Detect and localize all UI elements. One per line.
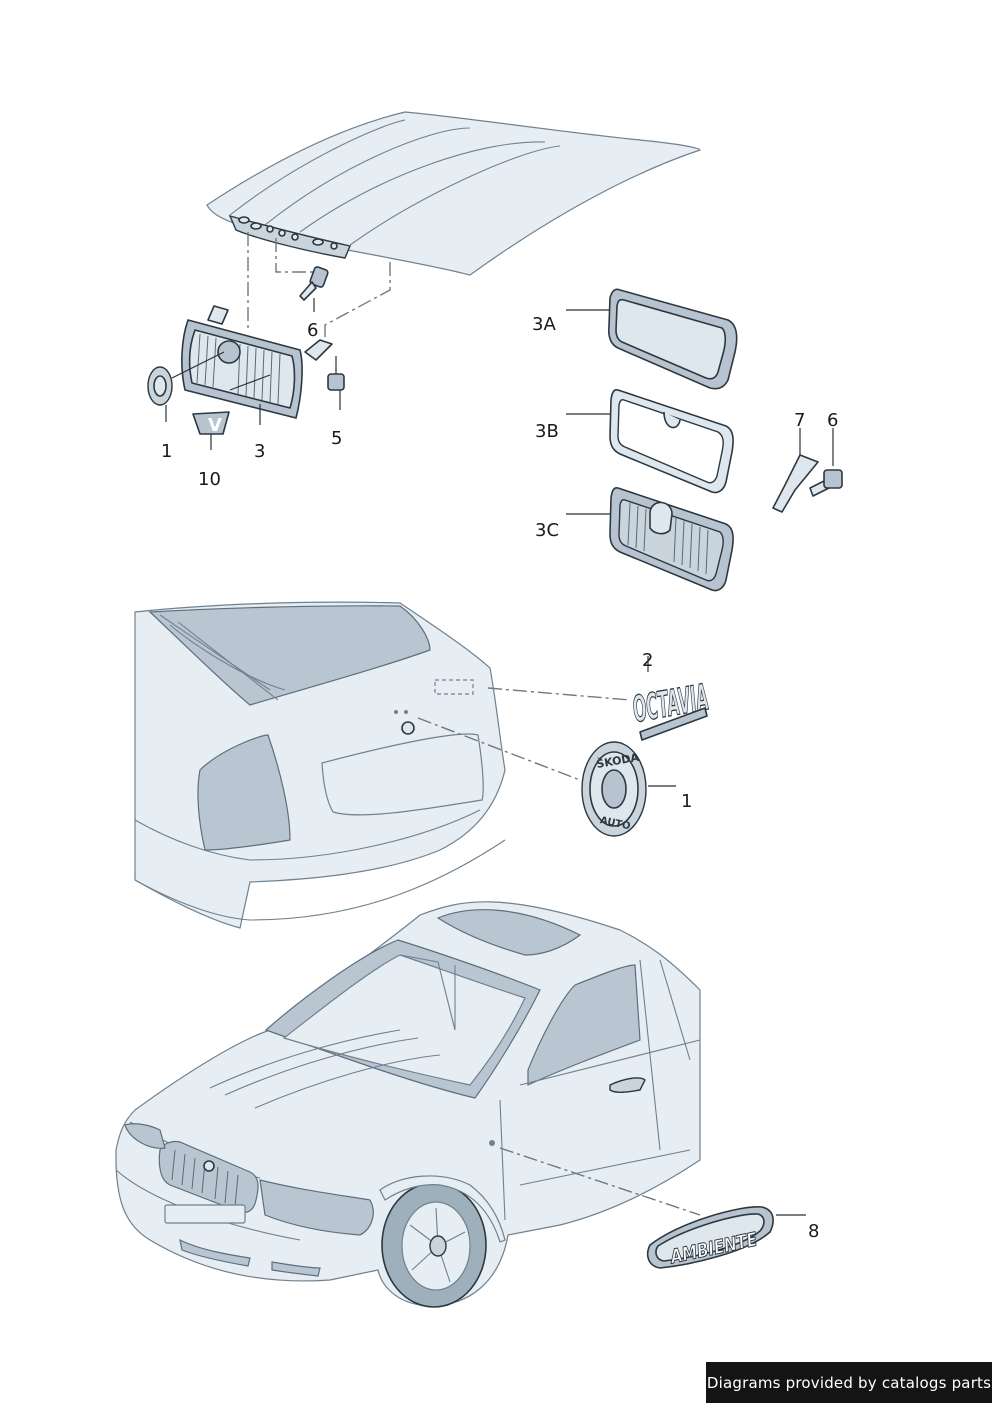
- badge-octavia: OCTAVIA: [629, 677, 712, 741]
- front-wheel: [381, 1182, 487, 1308]
- badge-10: V: [192, 411, 230, 436]
- grille-3: [181, 305, 333, 419]
- callout-3a: 3A: [532, 314, 556, 335]
- callout-2: 2: [642, 650, 653, 671]
- bolt-6-right: [809, 469, 843, 497]
- bonnet: [206, 111, 701, 276]
- part-3a: [607, 288, 738, 390]
- callout-8: 8: [808, 1221, 819, 1242]
- part-3b: [609, 389, 734, 494]
- callout-6-top: 6: [307, 320, 318, 341]
- callout-7: 7: [794, 410, 805, 431]
- bolt-6-top: [299, 266, 329, 301]
- front-grille-slats: [171, 1149, 239, 1208]
- bracket-7: [772, 454, 819, 513]
- callout-1-rear: 1: [681, 791, 692, 812]
- credit-banner: Diagrams provided by catalogs parts: [706, 1362, 992, 1403]
- badge-ambiente: AMBIENTE: [646, 1206, 774, 1269]
- badge-10-text: V: [208, 415, 222, 436]
- leader-lines-top: [165, 298, 341, 450]
- part-3c: [609, 487, 734, 592]
- callout-1-top: 1: [161, 441, 172, 462]
- bolt-5: [327, 356, 345, 391]
- callout-3b: 3B: [535, 421, 559, 442]
- callout-6-right: 6: [827, 410, 838, 431]
- emblem-1-small: [147, 366, 173, 406]
- car-front: [115, 901, 701, 1308]
- callout-3c: 3C: [535, 520, 559, 541]
- ambiente-dash-line: [499, 1147, 701, 1216]
- mounting-lines: [247, 232, 391, 340]
- callout-10: 10: [198, 469, 221, 490]
- bonnet-holes: [238, 216, 338, 250]
- emblem-1-rear: ŠKODA AUTO: [581, 741, 647, 837]
- rear-dash-lines: [417, 687, 631, 781]
- callout-5: 5: [331, 428, 342, 449]
- callout-3: 3: [254, 441, 265, 462]
- car-rear: [134, 601, 506, 929]
- part-3c-slats: [627, 502, 709, 575]
